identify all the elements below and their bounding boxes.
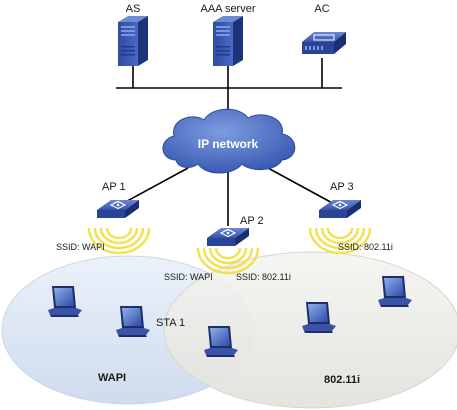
link-ap1	[117, 167, 189, 207]
ap3: AP 3 SSID: 802.11i	[318, 181, 393, 252]
ap2: AP 2 SSID: WAPI SSID: 802.11i	[164, 215, 291, 282]
ap1-label: AP 1	[102, 181, 126, 193]
access-point-icon	[96, 199, 140, 219]
as-label: AS	[126, 3, 141, 15]
links	[116, 58, 342, 226]
zone-80211i-label: 802.11i	[324, 374, 360, 386]
ap1-ssid: SSID: WAPI	[56, 242, 105, 252]
as-server: AS	[118, 3, 148, 66]
access-point-icon	[206, 227, 250, 247]
zone-wapi-label: WAPI	[98, 372, 126, 384]
server-tower-icon	[118, 16, 148, 66]
aaa-label: AAA server	[200, 3, 255, 15]
ap3-ssid: SSID: 802.11i	[338, 242, 393, 252]
stations: STA 1	[48, 276, 412, 357]
ip-network-cloud: IP network	[162, 108, 296, 174]
server-tower-icon	[213, 16, 243, 66]
cloud-icon	[162, 108, 296, 174]
aaa-server: AAA server	[200, 3, 256, 66]
access-controller-icon	[302, 32, 346, 54]
ac-device: AC	[302, 3, 346, 54]
ap3-label: AP 3	[330, 181, 354, 193]
ap2-ssid-right: SSID: 802.11i	[236, 272, 291, 282]
ap2-label: AP 2	[240, 215, 264, 227]
sta1-label: STA 1	[156, 317, 185, 329]
cloud-label: IP network	[198, 137, 259, 151]
access-point-icon	[318, 199, 362, 219]
ap2-ssid-left: SSID: WAPI	[164, 272, 213, 282]
ap1: AP 1 SSID: WAPI	[56, 181, 140, 252]
ac-label: AC	[314, 3, 329, 15]
link-ap3	[267, 167, 337, 206]
